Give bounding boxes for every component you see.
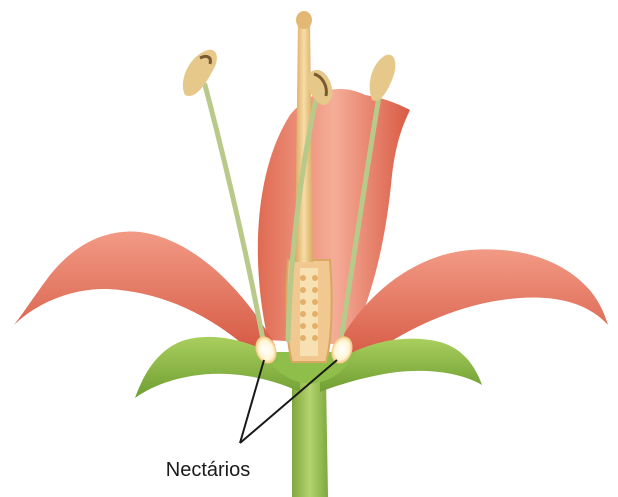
stem [292, 380, 328, 497]
anther-right [370, 55, 396, 101]
stigma [296, 11, 312, 29]
nectaries-label: Nectários [166, 459, 250, 481]
